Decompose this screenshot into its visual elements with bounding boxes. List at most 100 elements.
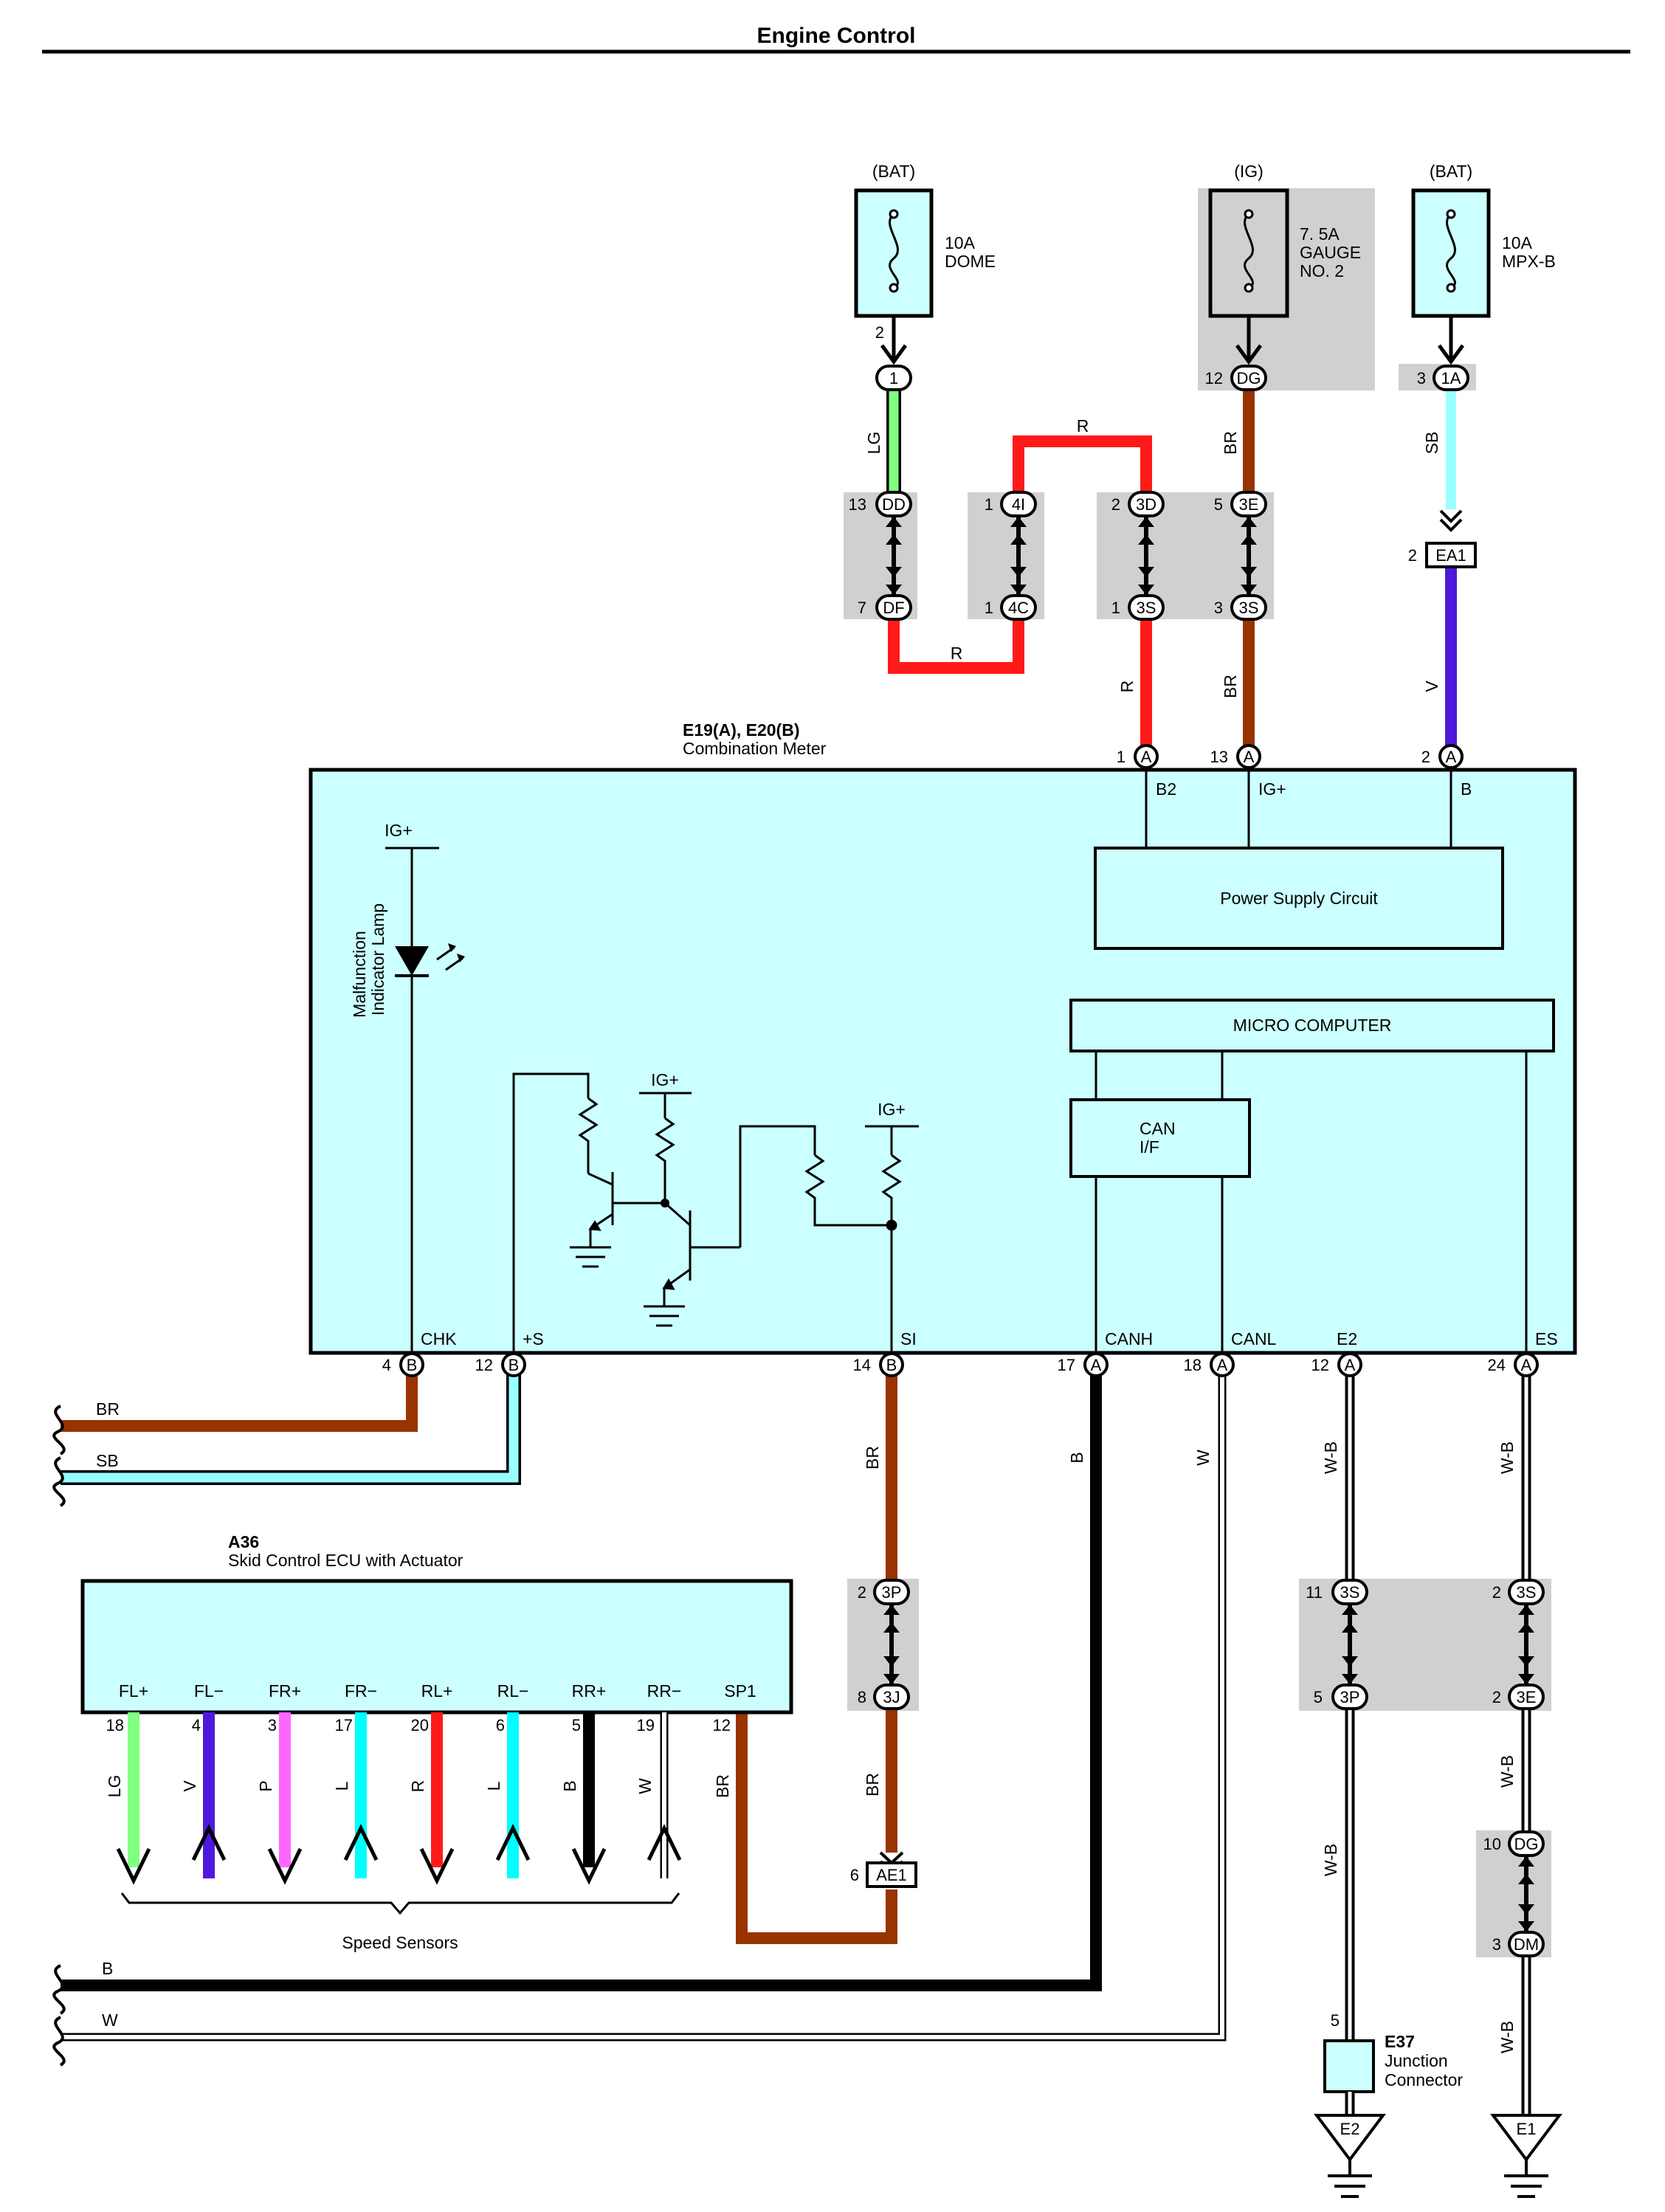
speed-signal-circuit — [512, 1072, 919, 1353]
svg-text:FL−: FL− — [194, 1681, 224, 1701]
si-br-label: BR — [863, 1446, 882, 1470]
svg-text:12: 12 — [1205, 369, 1223, 387]
fuse-gauge-name2: NO. 2 — [1300, 261, 1344, 280]
micro-computer — [1069, 999, 1555, 1052]
svg-text:V: V — [180, 1780, 199, 1792]
wire-r-bottom-label: R — [951, 644, 963, 663]
svg-text:CHK: CHK — [421, 1329, 457, 1348]
fuse-gauge-rating: 7. 5A — [1300, 224, 1340, 244]
svg-text:2: 2 — [1408, 546, 1417, 565]
meter-top-pins: 1 A 13 A 2 A B2 IG+ B — [1117, 744, 1472, 799]
sensor-wires — [116, 1712, 682, 1915]
junction-3s-3p: 11 3S 5 3P — [1306, 1579, 1368, 1710]
svg-text:7: 7 — [858, 599, 866, 617]
svg-text:L: L — [484, 1781, 503, 1791]
svg-text:A: A — [1446, 748, 1457, 766]
junction-3d-3s: 2 3D 1 3S — [1111, 491, 1165, 621]
left-sb-label: SB — [96, 1451, 119, 1470]
svg-text:20: 20 — [411, 1716, 429, 1734]
svg-text:2: 2 — [875, 323, 884, 342]
svg-text:17: 17 — [335, 1716, 353, 1734]
svg-text:2: 2 — [858, 1583, 866, 1602]
svg-text:3S: 3S — [1340, 1583, 1360, 1602]
wire-v-top-label: V — [1422, 681, 1441, 692]
svg-text:LG: LG — [105, 1775, 124, 1798]
meter-bottom-terminals: CHK +S SI CANH CANL E2 ES — [421, 1329, 1558, 1348]
svg-text:1: 1 — [889, 369, 898, 387]
svg-text:B: B — [886, 1356, 897, 1374]
wire-lg-label: LG — [864, 432, 883, 455]
svg-text:3J: 3J — [883, 1688, 900, 1706]
fuse-mpx-b: (BAT) 10A MPX-B — [1411, 162, 1556, 318]
sensor-wire-labels: LG V P L R L B W BR — [105, 1774, 732, 1798]
svg-text:A: A — [1217, 1356, 1228, 1374]
left-b-label: B — [102, 1959, 113, 1978]
svg-text:18: 18 — [106, 1716, 124, 1734]
wire-br-top1-label: BR — [1221, 431, 1240, 455]
svg-text:11: 11 — [1306, 1583, 1323, 1602]
fuse-gauge-name: GAUGE — [1300, 243, 1361, 262]
svg-text:RL−: RL− — [497, 1681, 529, 1701]
svg-text:4I: 4I — [1012, 495, 1025, 514]
svg-text:B: B — [560, 1780, 579, 1791]
fuse-mpx-source: (BAT) — [1430, 162, 1472, 181]
left-w-label: W — [102, 2011, 118, 2030]
svg-text:3E: 3E — [1239, 495, 1259, 514]
junctions-mid: 2 3P 8 3J 11 3S 5 3P 2 — [858, 1579, 1545, 1957]
svg-text:5: 5 — [1214, 495, 1223, 514]
e2-wb-label: W-B — [1321, 1441, 1340, 1474]
svg-text:A: A — [1091, 1356, 1102, 1374]
junction-3p-3j: 2 3P 8 3J — [858, 1579, 910, 1710]
junction-connector-e37: 5 E37 Junction Connector — [1323, 2011, 1463, 2115]
svg-text:4: 4 — [192, 1716, 201, 1734]
svg-text:8: 8 — [858, 1688, 866, 1706]
ig3-label: IG+ — [878, 1100, 906, 1119]
svg-text:3P: 3P — [1340, 1688, 1360, 1706]
svg-text:5: 5 — [1331, 2011, 1340, 2030]
svg-text:DM: DM — [1514, 1935, 1539, 1954]
malfunction-indicator-lamp: IG+ Malfunction Indicator Lamp — [350, 821, 465, 1353]
fuse-dome-source: (BAT) — [872, 162, 915, 181]
svg-text:14: 14 — [853, 1356, 871, 1374]
ecu-id: A36 — [228, 1532, 259, 1551]
svg-text:A: A — [1244, 748, 1255, 766]
si-br-label2: BR — [863, 1773, 882, 1796]
svg-text:1: 1 — [1111, 599, 1120, 617]
fuse-connectors: 2 1 12 DG 3 1A — [875, 323, 1469, 391]
canl-w-label: W — [1193, 1450, 1213, 1466]
fuse-dome-name: DOME — [945, 252, 996, 271]
svg-text:6: 6 — [850, 1866, 859, 1884]
svg-text:3S: 3S — [1239, 599, 1259, 617]
svg-text:CANL: CANL — [1231, 1329, 1277, 1348]
svg-text:B: B — [407, 1356, 418, 1374]
svg-text:A: A — [1345, 1356, 1356, 1374]
canh-b-label: B — [1067, 1452, 1086, 1463]
svg-text:3S: 3S — [1517, 1583, 1537, 1602]
svg-text:5: 5 — [572, 1716, 581, 1734]
svg-text:AE1: AE1 — [876, 1866, 907, 1884]
svg-text:1: 1 — [1117, 748, 1125, 766]
speed-sensors-label: Speed Sensors — [342, 1933, 458, 1952]
svg-text:3E: 3E — [1517, 1688, 1537, 1706]
svg-text:L: L — [332, 1781, 351, 1791]
fuse-mpx-name: MPX-B — [1502, 252, 1556, 271]
svg-text:E2: E2 — [1337, 1329, 1357, 1348]
svg-text:A: A — [1521, 1356, 1532, 1374]
svg-text:FR+: FR+ — [269, 1681, 301, 1701]
wire-r-meter-label: R — [1117, 681, 1137, 693]
svg-text:4C: 4C — [1008, 599, 1029, 617]
es-wb-label2: W-B — [1497, 1755, 1517, 1788]
svg-text:P: P — [256, 1780, 275, 1791]
meter-bottom-pins: 4 B 12 B 14 B 17 A 18 A 12 A 24 A — [382, 1352, 1539, 1377]
fuse-arrows — [880, 316, 1465, 365]
svg-text:3: 3 — [1417, 369, 1426, 387]
svg-text:24: 24 — [1488, 1356, 1506, 1374]
svg-text:IG+: IG+ — [1258, 779, 1286, 799]
svg-text:17: 17 — [1058, 1356, 1075, 1374]
svg-text:6: 6 — [496, 1716, 505, 1734]
svg-text:3D: 3D — [1136, 495, 1156, 514]
svg-text:+S: +S — [523, 1329, 544, 1348]
connector-ea1: 2 EA1 — [1408, 509, 1477, 568]
page-title: Engine Control — [757, 24, 916, 48]
